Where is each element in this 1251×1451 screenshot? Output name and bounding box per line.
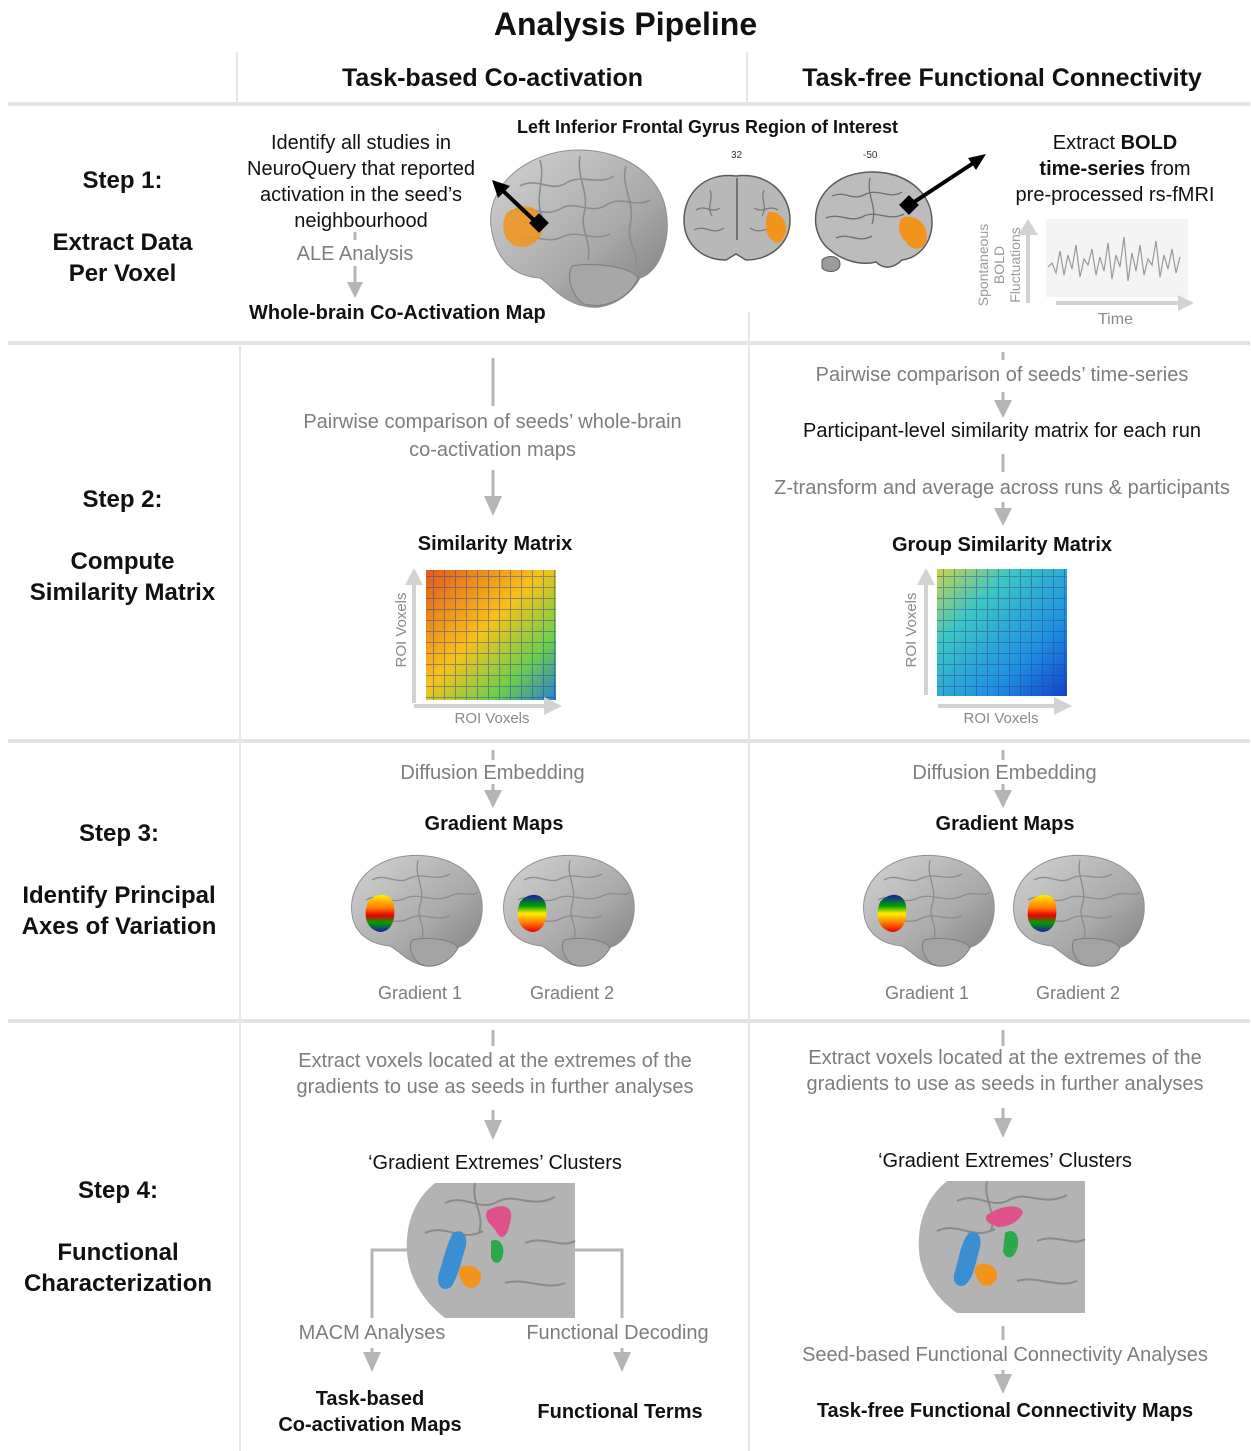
seed-arrow-left bbox=[492, 180, 549, 233]
brain-sagittal-slice-icon bbox=[814, 171, 933, 272]
left-gradient-1-brain bbox=[351, 854, 483, 967]
left-branch-connectors bbox=[363, 1248, 631, 1372]
right-arrow-diffusion bbox=[994, 750, 1012, 808]
ztransform-text: Z-transform and average across runs & pa… bbox=[774, 477, 1230, 499]
slice-label-minus50: -50 bbox=[863, 150, 878, 161]
left-arrow-extract bbox=[484, 1030, 502, 1140]
step-3-number: Step 3: bbox=[78, 820, 159, 847]
whole-brain-map-label: Whole-brain Co-Activation Map bbox=[249, 302, 546, 324]
right-pairwise-text: Pairwise comparison of seeds’ time-serie… bbox=[815, 364, 1189, 386]
task-maps-line-2: Co-activation Maps bbox=[278, 1414, 462, 1436]
left-clusters-brain bbox=[405, 1182, 576, 1318]
left-gradient-2-label: Gradient 2 bbox=[529, 983, 615, 1003]
right-gradient-2-brain bbox=[1013, 854, 1145, 967]
step-3-description-2: Axes of Variation bbox=[21, 913, 217, 940]
macm-analyses-label: MACM Analyses bbox=[298, 1322, 446, 1344]
right-diffusion-label: Diffusion Embedding bbox=[912, 762, 1097, 784]
ale-arrow bbox=[347, 232, 363, 298]
roi-title: Left Inferior Frontal Gyrus Region of In… bbox=[516, 117, 899, 137]
right-gradient-1-brain bbox=[863, 854, 995, 967]
column-header-task-free: Task-free Functional Connectivity bbox=[802, 64, 1202, 92]
left-gradient-maps-title: Gradient Maps bbox=[424, 813, 564, 835]
extract-bold-text: Extract BOLD time-series from pre-proces… bbox=[995, 130, 1235, 208]
step-4-description: Functional bbox=[57, 1239, 179, 1266]
group-similarity-matrix-title: Group Similarity Matrix bbox=[891, 534, 1113, 556]
left-matrix-x-label: ROI Voxels bbox=[454, 710, 530, 727]
step-1-description: Extract Data bbox=[52, 229, 193, 256]
left-clusters-title: ‘Gradient Extremes’ Clusters bbox=[368, 1152, 622, 1174]
left-extract-line-2: gradients to use as seeds in further ana… bbox=[296, 1076, 694, 1098]
extract-bold: BOLD bbox=[1120, 132, 1178, 154]
step-1-number: Step 1: bbox=[82, 167, 163, 194]
right-matrix-x-label: ROI Voxels bbox=[963, 710, 1039, 727]
functional-terms-label: Functional Terms bbox=[537, 1401, 703, 1423]
step-2-number: Step 2: bbox=[82, 486, 163, 513]
time-axis-label: Time bbox=[1098, 311, 1133, 328]
identify-line-3: activation in the seed’s bbox=[260, 184, 462, 206]
seed-arrow-right bbox=[899, 154, 986, 215]
step-4-description-2: Characterization bbox=[23, 1270, 213, 1297]
task-maps-line-1: Task-based bbox=[315, 1388, 425, 1410]
group-similarity-matrix bbox=[917, 568, 1072, 715]
step-3-description: Identify Principal bbox=[22, 882, 216, 909]
left-extract-line-1: Extract voxels located at the extremes o… bbox=[298, 1050, 692, 1072]
extract-pre: Extract bbox=[1052, 132, 1121, 154]
timeseries-rest: from bbox=[1145, 158, 1191, 180]
step-1-description-2: Per Voxel bbox=[68, 260, 177, 287]
page-title: Analysis Pipeline bbox=[493, 6, 758, 42]
left-similarity-matrix-title: Similarity Matrix bbox=[417, 533, 573, 555]
seed-fc-analyses-label: Seed-based Functional Connectivity Analy… bbox=[802, 1344, 1208, 1366]
right-gradient-1-label: Gradient 1 bbox=[884, 983, 970, 1003]
step-2-description: Compute bbox=[70, 548, 175, 575]
step-4-number: Step 4: bbox=[77, 1177, 158, 1204]
functional-decoding-label: Functional Decoding bbox=[526, 1322, 709, 1344]
right-matrix-y-label: ROI Voxels bbox=[903, 592, 920, 668]
left-pairwise-line-2: co-activation maps bbox=[409, 439, 576, 461]
identify-studies-text: Identify all studies in NeuroQuery that … bbox=[238, 130, 484, 234]
right-clusters-title: ‘Gradient Extremes’ Clusters bbox=[878, 1150, 1132, 1172]
identify-line-1: Identify all studies in bbox=[270, 132, 452, 154]
timeseries-bold: time-series bbox=[1039, 158, 1146, 180]
left-pairwise-text: Pairwise comparison of seeds’ whole-brai… bbox=[245, 408, 740, 464]
step-2-description-2: Similarity Matrix bbox=[29, 579, 216, 606]
right-clusters-brain bbox=[917, 1180, 1087, 1316]
identify-line-2: NeuroQuery that reported bbox=[247, 158, 475, 180]
y-axis-line-2: BOLD bbox=[991, 245, 1007, 285]
brain-lateral-icon bbox=[490, 149, 668, 308]
right-extract-line-1: Extract voxels located at the extremes o… bbox=[808, 1047, 1202, 1069]
slice-label-32: 32 bbox=[731, 150, 743, 161]
left-pairwise-line-1: Pairwise comparison of seeds’ whole-brai… bbox=[303, 411, 682, 433]
column-header-task-based: Task-based Co-activation bbox=[341, 64, 643, 92]
timeseries-plot bbox=[1018, 219, 1194, 311]
right-gradient-maps-title: Gradient Maps bbox=[935, 813, 1075, 835]
left-similarity-matrix bbox=[405, 568, 562, 715]
left-gradient-1-label: Gradient 1 bbox=[377, 983, 463, 1003]
task-based-maps-label: Task-based Co-activation Maps bbox=[260, 1386, 480, 1438]
right-gradient-2-label: Gradient 2 bbox=[1035, 983, 1121, 1003]
identify-line-4: neighbourhood bbox=[294, 210, 428, 232]
left-diffusion-label: Diffusion Embedding bbox=[400, 762, 585, 784]
right-arrow-extract bbox=[994, 1030, 1012, 1138]
ale-analysis-label: ALE Analysis bbox=[296, 243, 414, 265]
left-arrow-to-pairwise bbox=[484, 358, 502, 516]
right-arrows-step2 bbox=[994, 352, 1012, 526]
left-gradient-2-brain bbox=[503, 854, 635, 967]
left-extract-text: Extract voxels located at the extremes o… bbox=[245, 1048, 745, 1100]
y-axis-line-1: Spontaneous bbox=[975, 223, 991, 307]
task-free-fc-maps-label: Task-free Functional Connectivity Maps bbox=[816, 1400, 1194, 1422]
preprocessed-text: pre-processed rs-fMRI bbox=[1015, 184, 1215, 206]
right-extract-text: Extract voxels located at the extremes o… bbox=[755, 1045, 1251, 1097]
right-arrow-seed-fc bbox=[994, 1326, 1012, 1394]
left-matrix-y-label: ROI Voxels bbox=[393, 592, 410, 668]
left-arrow-diffusion bbox=[484, 750, 502, 808]
step-1-label: Step 1: Extract Data Per Voxel bbox=[0, 165, 245, 289]
step-2-label: Step 2: Compute Similarity Matrix bbox=[0, 484, 245, 608]
right-extract-line-2: gradients to use as seeds in further ana… bbox=[806, 1073, 1204, 1095]
brain-coronal-slice-icon bbox=[683, 174, 791, 261]
participant-matrix-text: Participant-level similarity matrix for … bbox=[803, 420, 1201, 442]
step-4-label: Step 4: Functional Characterization bbox=[0, 1175, 236, 1299]
step-3-label: Step 3: Identify Principal Axes of Varia… bbox=[0, 818, 238, 942]
